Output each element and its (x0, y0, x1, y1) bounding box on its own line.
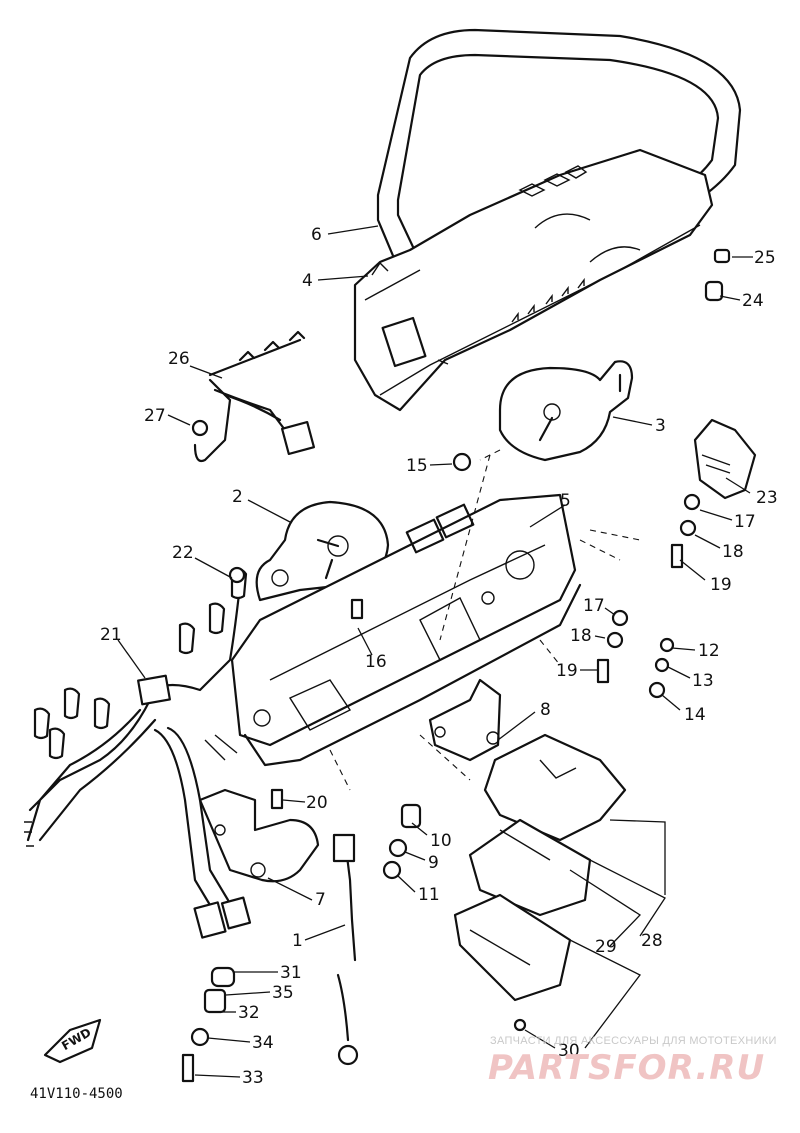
bracket-stay (428, 678, 502, 762)
callout-6: 6 (311, 225, 322, 245)
leader-lines (117, 225, 753, 1078)
callout-29: 29 (595, 937, 617, 957)
callout-35: 35 (272, 983, 294, 1003)
speedometer-cable (332, 833, 359, 1066)
meter-housing-panel (353, 148, 714, 412)
callout-12: 12 (698, 641, 720, 661)
callout-28: 28 (641, 931, 663, 951)
meter-bracket (198, 788, 320, 883)
callout-27: 27 (144, 406, 166, 426)
callout-5: 5 (560, 491, 571, 511)
callout-labels: 6 4 3 2 5 25 24 26 27 15 16 23 17 18 19 … (100, 225, 778, 1088)
callout-13: 13 (692, 671, 714, 691)
small-hardware (181, 248, 731, 1083)
main-wire-harness (24, 567, 252, 939)
callout-14: 14 (684, 705, 706, 725)
assembly-guide-lines (329, 449, 641, 791)
callout-11: 11 (418, 885, 440, 905)
lower-bracket-assembly (453, 733, 627, 1032)
callout-21: 21 (100, 625, 122, 645)
callout-20: 20 (306, 793, 328, 813)
callout-7: 7 (315, 890, 326, 910)
callout-3: 3 (655, 416, 666, 436)
callout-19-upper: 19 (710, 575, 732, 595)
callout-19-lower: 19 (556, 661, 578, 681)
callout-15: 15 (406, 456, 428, 476)
callout-18-upper: 18 (722, 542, 744, 562)
callout-24: 24 (742, 291, 764, 311)
callout-22: 22 (172, 543, 194, 563)
callout-31: 31 (280, 963, 302, 983)
harness-bulb-sockets (33, 567, 248, 760)
callout-1: 1 (292, 931, 303, 951)
watermark-logo: PARTSFOR.RU (488, 1048, 766, 1088)
callout-2: 2 (232, 487, 243, 507)
callout-23: 23 (756, 488, 778, 508)
callout-26: 26 (168, 349, 190, 369)
callout-16: 16 (365, 652, 387, 672)
callout-25: 25 (754, 248, 776, 268)
callout-33: 33 (242, 1068, 264, 1088)
callout-17-lower: 17 (583, 596, 605, 616)
callout-30: 30 (558, 1041, 580, 1061)
callout-10: 10 (430, 831, 452, 851)
callout-8: 8 (540, 700, 551, 720)
meter-lower-case (230, 493, 582, 767)
callout-9: 9 (428, 853, 439, 873)
callout-18-lower: 18 (570, 626, 592, 646)
watermark-caption: ЗАПЧАСТИ ДЛЯ АКСЕССУАРЫ ДЛЯ МОТОТЕХНИКИ (490, 1035, 777, 1047)
callout-34: 34 (252, 1033, 274, 1053)
indicator-unit (693, 418, 757, 500)
callout-17-upper: 17 (734, 512, 756, 532)
forward-direction-arrow: FWD (43, 1018, 102, 1064)
sub-wire-harness (191, 330, 316, 463)
tachometer-unit (498, 360, 634, 462)
diagram-code: 41V110-4500 (30, 1086, 123, 1102)
callout-4: 4 (302, 271, 313, 291)
callout-32: 32 (238, 1003, 260, 1023)
